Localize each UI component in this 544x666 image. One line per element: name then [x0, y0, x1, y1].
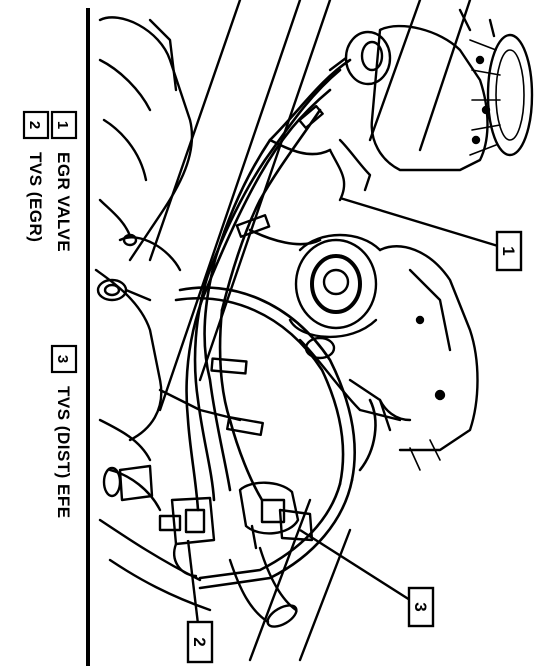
lower-pipe — [98, 518, 298, 628]
legend-panel: 1 EGR VALVE 2 TVS (EGR) 3 TVS (DIST) EFE — [22, 8, 90, 666]
tvs-dist-efe-valve — [238, 481, 314, 550]
callout-number-box — [186, 620, 214, 664]
vacuum-hose-bundle — [185, 58, 352, 512]
legend-label: EGR VALVE — [54, 152, 73, 252]
egr-valve-body — [328, 30, 392, 202]
legend-item-egr-valve: 1 EGR VALVE — [50, 110, 78, 252]
callout-number-box — [495, 230, 523, 272]
distributor-cap — [370, 8, 534, 172]
callout-2: 2 — [186, 539, 214, 664]
legend-item-tvs-egr: 2 TVS (EGR) — [22, 110, 50, 242]
engine-block — [298, 245, 479, 471]
callout-1: 1 — [339, 196, 523, 272]
legend-number-box — [22, 110, 50, 140]
callout-leader-line — [186, 539, 200, 625]
callout-3: 3 — [299, 528, 435, 628]
callout-leader-line — [339, 196, 499, 248]
tvs-egr-valve — [102, 464, 216, 578]
air-pump-pulley — [288, 233, 382, 339]
legend-number: 1 — [54, 121, 71, 129]
legend-number-box — [50, 110, 78, 140]
legend-number-box — [50, 344, 78, 374]
legend-number: 3 — [54, 355, 71, 363]
callout-number: 2 — [190, 637, 209, 646]
callout-leader-line — [299, 528, 411, 602]
breather-fitting — [96, 233, 152, 302]
callout-number-box — [407, 586, 435, 628]
callout-number: 1 — [499, 246, 518, 255]
legend-number: 2 — [26, 121, 43, 129]
engine-drawing — [94, 0, 534, 662]
callout-number: 3 — [411, 602, 430, 611]
legend-label: TVS (EGR) — [26, 152, 45, 242]
legend-label: TVS (DIST) EFE — [54, 386, 73, 519]
legend-item-tvs-dist-efe: 3 TVS (DIST) EFE — [50, 344, 78, 519]
vacuum-hose-loop — [174, 286, 377, 590]
